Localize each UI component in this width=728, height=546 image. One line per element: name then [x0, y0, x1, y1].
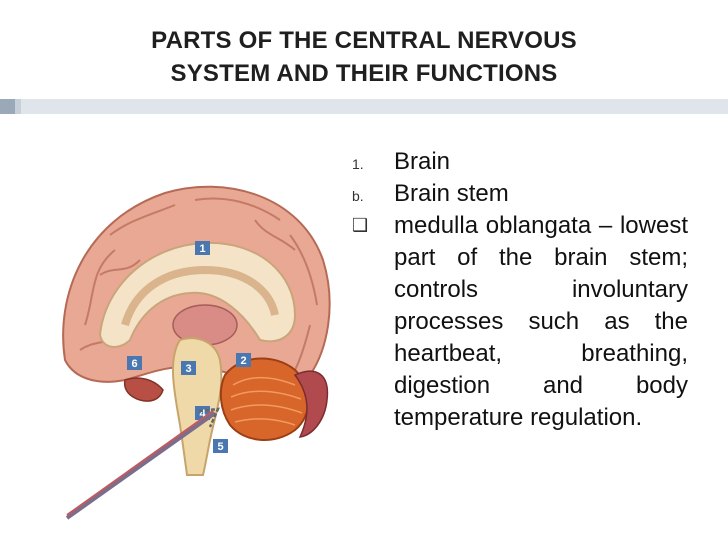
svg-text:6: 6: [131, 358, 137, 370]
list-item: b. Brain stem: [352, 178, 688, 210]
svg-text:1: 1: [199, 243, 205, 255]
brain-illustration: 1 2 3 4 5 6: [62, 185, 331, 520]
list-item: 1. Brain: [352, 146, 688, 178]
list-marker: ❑: [352, 215, 369, 235]
title-divider: [0, 99, 728, 114]
tissue-shape: [293, 370, 329, 438]
white-matter: [98, 241, 297, 348]
list-marker: b.: [352, 188, 364, 204]
label-badge-1: 1: [195, 241, 210, 255]
list-item: ❑ medulla oblangata – lowest part of the…: [352, 210, 688, 434]
list-marker: 1.: [352, 156, 364, 172]
front-tissue: [123, 377, 164, 402]
list-item-text: medulla oblangata – lowest part of the b…: [394, 212, 688, 431]
svg-text:2: 2: [240, 355, 246, 367]
list-item-text: Brain: [394, 148, 451, 175]
title-line-2: SYSTEM AND THEIR FUNCTIONS: [170, 60, 558, 87]
corpus-callosum: [121, 265, 279, 327]
svg-text:5: 5: [217, 441, 223, 453]
svg-text:4: 4: [199, 408, 206, 420]
cerebellum-folds: [230, 376, 303, 426]
pointer-arrow: [65, 407, 221, 520]
divider-bar-highlight: [21, 99, 728, 114]
slide-title: PARTS OF THE CENTRAL NERVOUS SYSTEM AND …: [40, 24, 688, 90]
cerebellum-shape: [219, 357, 310, 442]
bullet-list: 1. Brain b. Brain stem ❑ medulla oblanga…: [352, 146, 688, 434]
divider-square: [0, 99, 15, 114]
svg-text:3: 3: [185, 363, 191, 375]
label-badge-3: 3: [181, 361, 196, 375]
label-badge-2: 2: [236, 353, 251, 367]
label-badge-6: 6: [127, 356, 142, 370]
title-line-1: PARTS OF THE CENTRAL NERVOUS: [151, 27, 577, 54]
list-item-text: Brain stem: [394, 180, 509, 207]
label-badge-5: 5: [213, 439, 228, 453]
